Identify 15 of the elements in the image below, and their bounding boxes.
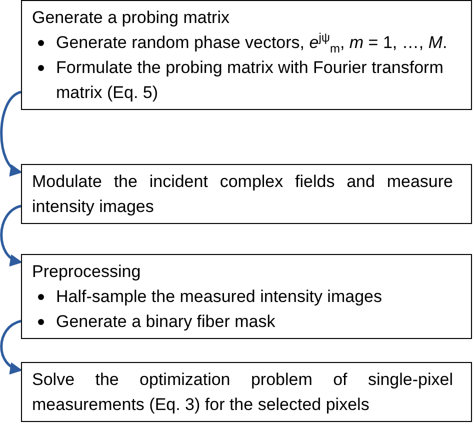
- process-box: [21, 164, 472, 224]
- curved-arrow: [0, 320, 22, 374]
- step-text: Modulate the incident complex fields and measure intensity images: [32, 171, 453, 218]
- process-box: [21, 0, 472, 110]
- bullet-item: Generate a binary fiber mask: [56, 311, 276, 333]
- step-heading: Preprocessing: [32, 261, 142, 283]
- step-text: Solve the optimization problem of single-pixel measurements (Eq. 3) for the selected pixels: [32, 369, 453, 416]
- bullet-item: Formulate the probing matrix with Fourier transform matrix (Eq. 5): [56, 57, 444, 104]
- step-heading: Generate a probing matrix: [32, 7, 230, 29]
- bullet-item: Generate random phase vectors, e$^{jψ}$$_{m}$, m = 1, …, M.: [56, 30, 448, 55]
- process-box: [21, 362, 472, 422]
- process-box: [21, 254, 472, 339]
- curved-arrow: [0, 90, 22, 174]
- curved-arrow: [0, 204, 22, 265]
- bullet-item: Half-sample the measured intensity images: [56, 286, 383, 308]
